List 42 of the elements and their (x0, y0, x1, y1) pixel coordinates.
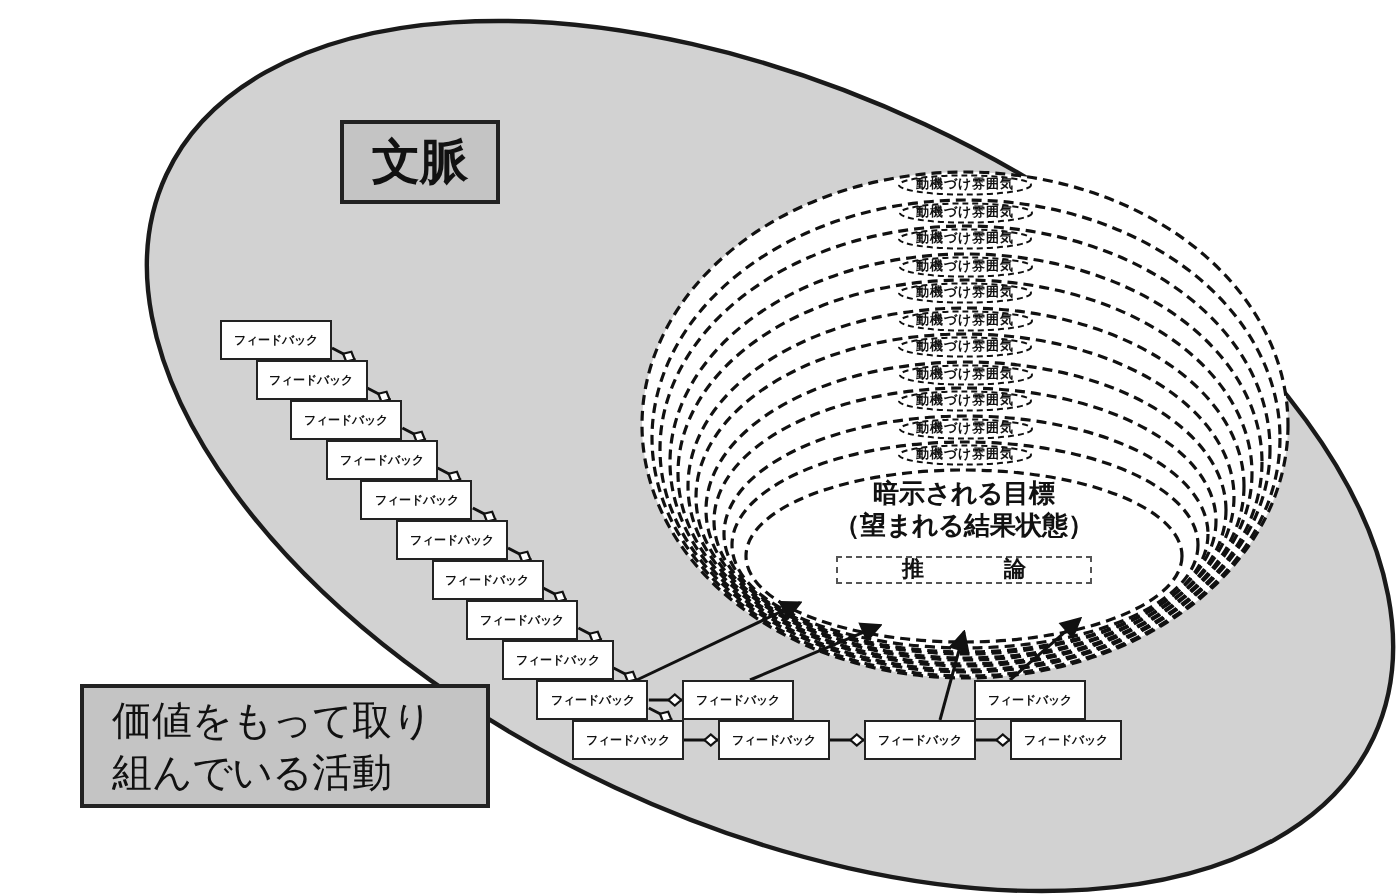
link-line (830, 733, 865, 747)
link-line (507, 546, 532, 563)
feedback-box (536, 680, 649, 720)
activity-box (80, 684, 490, 808)
feedback-box (682, 680, 794, 720)
feedback-box (255, 360, 368, 400)
context-title: 文脈 (372, 132, 468, 194)
climate-ellipse (730, 440, 1200, 650)
inference-box (836, 556, 1092, 584)
feedback-box (466, 600, 579, 640)
feedback-box (396, 520, 508, 560)
feedback-box (501, 640, 614, 680)
inference-label: 推論 (899, 558, 1106, 582)
link-line (648, 706, 673, 723)
link-line (577, 626, 603, 643)
link-line (366, 386, 392, 403)
feedback-box (360, 480, 473, 520)
link-line (612, 666, 638, 683)
feedback-box (974, 680, 1086, 720)
feedback-box (1010, 720, 1122, 760)
link-line (472, 506, 497, 523)
feedback-box (718, 720, 830, 760)
link-line (436, 466, 462, 483)
link-line (331, 346, 356, 363)
link-line (684, 733, 719, 747)
arrow (938, 630, 970, 721)
link-line (542, 586, 568, 603)
feedback-box (572, 720, 684, 760)
link-line (401, 426, 427, 443)
feedback-box (290, 400, 403, 440)
goal-label: 暗示される目標（望まれる結果状態） (832, 480, 1096, 544)
feedback-box (220, 320, 332, 360)
feedback-box (864, 720, 976, 760)
arrow (636, 600, 802, 682)
goal-ellipse (744, 468, 1184, 644)
activity-label: 価値をもって取り組んでいる活動 (112, 694, 434, 798)
feedback-box (325, 440, 438, 480)
arrow (749, 622, 882, 682)
context-label-box (340, 120, 500, 204)
link-line (648, 693, 683, 707)
link-line (976, 733, 1011, 747)
feedback-box (431, 560, 544, 600)
